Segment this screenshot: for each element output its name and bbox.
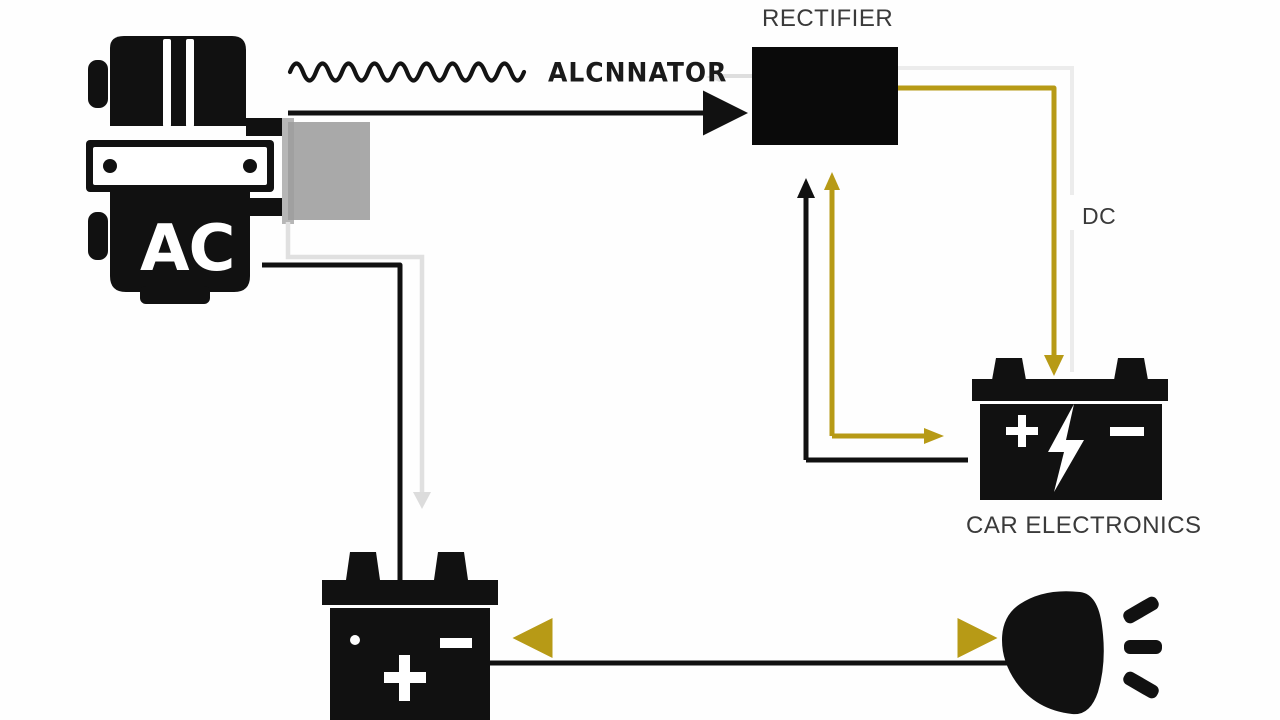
car-electronics-battery-icon [972,358,1168,500]
battery-terminal-left [346,552,380,580]
ce-battery-bolt-icon [1048,404,1084,492]
wire-black-return-arrowhead [797,178,815,198]
battery-terminal-right [434,552,468,580]
wire-gold-return-right-arrowhead [924,428,944,444]
alternator-foot [140,286,210,304]
ac-sine-waveform [287,61,527,83]
label-rectifier: RECTIFIER [762,5,894,32]
headlight-ray-top [1123,596,1159,624]
wire-black-return-loop [797,178,968,463]
alternator-bolt-right [243,159,257,173]
alternator-top-housing [110,36,246,126]
headlight-ray-middle [1124,640,1162,654]
wire-faint-alternator-to-rectifier-arrowhead [706,72,720,82]
wire-dc-gold-arrowhead [1044,355,1064,376]
alternator-ear-bottom [88,212,108,260]
headlight-icon [1002,591,1162,715]
ghost-rectangle [288,122,370,220]
wire-dc-gold-path [898,85,1057,358]
ce-battery-plus-v [1018,415,1026,447]
label-dc: DC [1082,203,1117,229]
label-alternator: ALCNNATOR [548,57,728,88]
alternator-terminal-upper [246,118,282,136]
alternator-terminal-lower [246,198,282,216]
battery-plus-v [399,655,410,701]
wire-gold-return-loop [824,172,944,444]
ce-battery-terminal-left [992,358,1026,380]
faint-ghost-layer [282,66,1074,509]
headlight-lens [1002,591,1104,715]
ce-battery-terminal-right [1114,358,1148,380]
alternator-bolt-left [103,159,117,173]
ac-alternator-icon [86,36,282,304]
ghost-rectangle-edge [282,118,294,224]
label-car-electronics: CAR ELECTRONICS [966,512,1202,539]
battery-indicator-dot [350,635,360,645]
rectifier-box-rect [752,47,898,145]
rectifier-box [752,47,898,145]
alternator-slot-1 [163,39,171,127]
alternator-slot-2 [186,39,194,127]
wire-dc-gold-to-car-electronics [898,85,1064,376]
alternator-bottom-housing [110,192,250,292]
wire-faint-dc-outer-top [898,66,1074,195]
ac-sine-waveform-path [287,61,527,83]
battery-minus [440,638,472,648]
ce-battery-lid [972,379,1168,401]
car-battery-icon [322,552,498,720]
headlight-ray-bottom [1123,671,1159,699]
battery-lid [322,580,498,605]
wire-faint-alternator-down [285,222,425,500]
wire-alternator-to-battery-path [262,262,403,580]
wire-gold-return-up-arrowhead [824,172,840,190]
ce-battery-minus [1110,427,1144,436]
wire-alternator-to-battery [262,262,403,580]
alternator-ear-top [88,60,108,108]
wire-faint-alternator-down-arrowhead [413,492,431,509]
alternator-band-inner [93,147,267,185]
